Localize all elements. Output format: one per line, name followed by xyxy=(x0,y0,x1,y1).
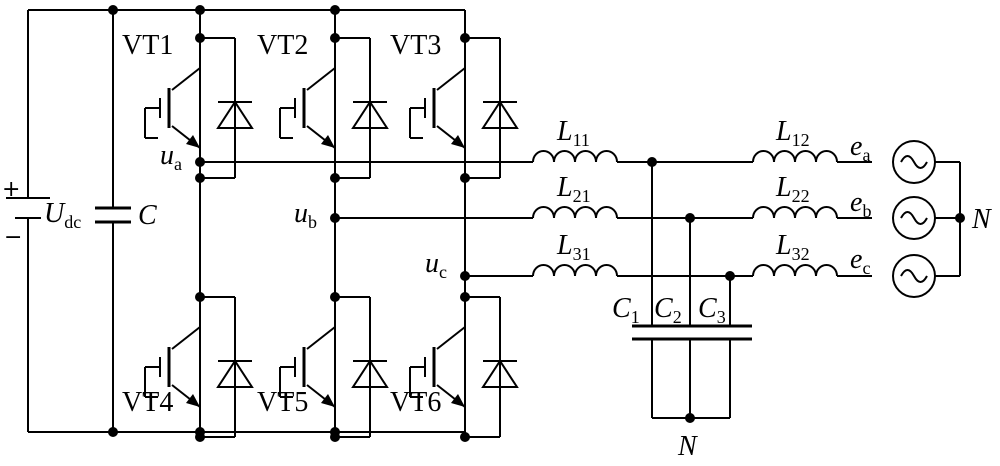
ac-source-eb xyxy=(892,196,936,240)
filter-cap-label-c1: C1 xyxy=(612,293,640,327)
inductor-label-l21: L21 xyxy=(556,172,591,206)
inductor-l12 xyxy=(752,150,838,163)
filter-neutral-label: N xyxy=(677,431,698,462)
switch-label-vt6: VT6 xyxy=(390,387,441,418)
inductor-label-l12: L12 xyxy=(775,116,810,150)
switch-label-vt3: VT3 xyxy=(390,30,441,61)
grid-source-label-eb: eb xyxy=(850,187,871,221)
dc-minus-sign: − xyxy=(4,225,22,250)
inductor-label-l11: L11 xyxy=(556,116,590,150)
inductor-l11 xyxy=(532,150,618,163)
filter-cap-label-c3: C3 xyxy=(698,293,726,327)
inductor-l22 xyxy=(752,206,838,219)
grid-source-label-ec: ec xyxy=(850,244,870,278)
filter-capacitors xyxy=(632,162,752,423)
ac-source-ea xyxy=(892,140,936,184)
dc-link-capacitor xyxy=(95,206,131,224)
dc-capacitor-label: C xyxy=(138,200,157,231)
switch-vt5 xyxy=(278,290,389,444)
switch-label-vt4: VT4 xyxy=(122,387,173,418)
dc-plus-sign: + xyxy=(2,177,20,202)
phase-voltage-ub: ub xyxy=(294,198,317,232)
switch-label-vt1: VT1 xyxy=(122,30,173,61)
phase-voltage-uc: uc xyxy=(425,248,447,282)
inductor-label-l31: L31 xyxy=(556,230,591,264)
switch-vt6 xyxy=(408,290,519,444)
phase-voltage-ua: ua xyxy=(160,140,182,174)
phase-wiring xyxy=(200,161,872,277)
grid-neutral-wiring xyxy=(935,161,965,277)
switch-vt4 xyxy=(143,290,254,444)
dc-source-symbol xyxy=(6,197,50,219)
inductor-l31 xyxy=(532,264,618,277)
inductor-l32 xyxy=(752,264,838,277)
filter-cap-label-c2: C2 xyxy=(654,293,682,327)
ac-source-ec xyxy=(892,254,936,298)
grid-neutral-label: N xyxy=(971,204,992,235)
grid-source-label-ea: ea xyxy=(850,131,870,165)
inductor-l21 xyxy=(532,206,618,219)
switch-label-vt5: VT5 xyxy=(257,387,308,418)
inductor-label-l22: L22 xyxy=(775,172,810,206)
inductor-label-l32: L32 xyxy=(775,230,810,264)
dc-link-wiring xyxy=(27,9,466,433)
dc-voltage-label: Udc xyxy=(44,198,81,232)
switch-label-vt2: VT2 xyxy=(257,30,308,61)
